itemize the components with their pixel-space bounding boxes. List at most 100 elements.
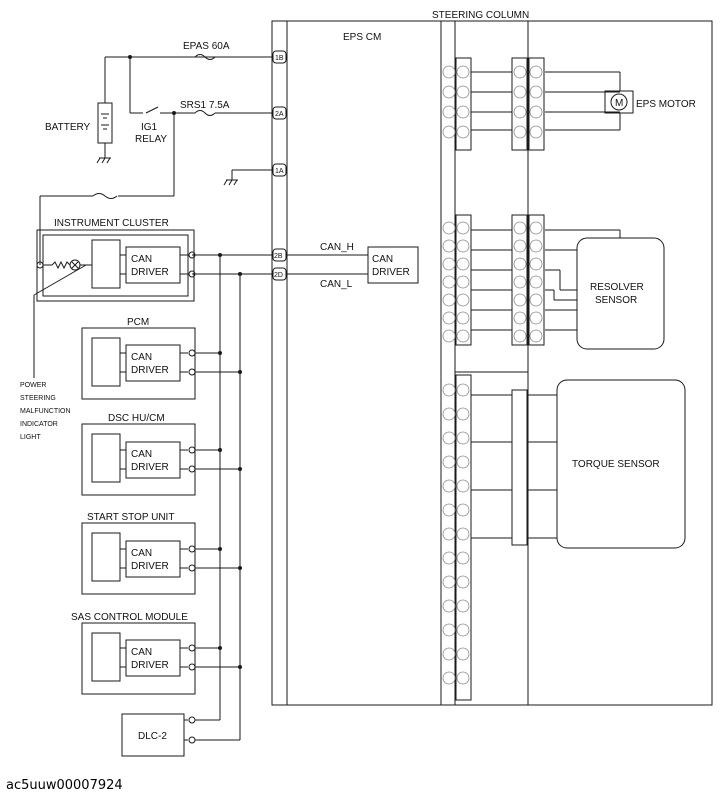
connector-pin (513, 85, 527, 99)
connector-pin (442, 105, 456, 119)
pcm-can-label2: DRIVER (131, 365, 169, 376)
connector-pin (442, 407, 456, 421)
connector-pin (529, 221, 543, 235)
connector-pin (456, 257, 470, 271)
connector-pin (529, 239, 543, 253)
connector-pin (529, 257, 543, 271)
connector-pin (442, 551, 456, 565)
connector-pin (442, 221, 456, 235)
connector-pin (442, 671, 456, 685)
pin-2d-label: 2D (274, 272, 283, 279)
connector-pin (456, 479, 470, 493)
connector-pin (442, 311, 456, 325)
epas-fuse-label: EPAS 60A (183, 41, 230, 52)
pin-2b-label: 2B (274, 253, 283, 260)
connector-pin (442, 503, 456, 517)
connector-pin (442, 431, 456, 445)
connector-pin (456, 455, 470, 469)
connector-pin (442, 599, 456, 613)
can-h-label: CAN_H (320, 242, 354, 253)
connector-pin (456, 221, 470, 235)
connector-pin (456, 85, 470, 99)
sas-can-label1: CAN (131, 647, 152, 658)
connector-pin (529, 311, 543, 325)
connector-pin (456, 293, 470, 307)
connector-pin (456, 551, 470, 565)
pin-1b-box (272, 50, 287, 64)
dlc-box (121, 713, 185, 757)
connector-pin (456, 503, 470, 517)
eps-motor-label: EPS MOTOR (636, 99, 696, 110)
junction-dots (128, 55, 242, 669)
connector-pin (456, 275, 470, 289)
ig1-relay-label-line1: IG1 (141, 122, 158, 133)
ig1-relay-label-line2: RELAY (135, 134, 167, 145)
connector-pin (442, 239, 456, 253)
connector-pin (442, 85, 456, 99)
pin-2a-box (272, 106, 287, 120)
connector-pin (513, 329, 527, 343)
connector-pin (529, 329, 543, 343)
connector-pin (442, 527, 456, 541)
power-steering-light-label: POWER STEERING MALFUNCTION INDICATOR LIG… (20, 382, 71, 441)
pin-2a-label: 2A (275, 111, 284, 118)
pin-1a-box (272, 163, 287, 177)
pin-1b-label: 1B (275, 55, 284, 62)
eps-cm-label: EPS CM (343, 32, 381, 43)
connector-pin (442, 383, 456, 397)
connector-pin (513, 239, 527, 253)
connector-pin (456, 311, 470, 325)
dsc-can-label2: DRIVER (131, 462, 169, 473)
connector-pin (529, 85, 543, 99)
instrument-cluster-label: INSTRUMENT CLUSTER (54, 218, 169, 229)
connector-pin (456, 599, 470, 613)
connector-pin (442, 575, 456, 589)
connector-pin (513, 221, 527, 235)
torque-sensor-box (556, 379, 686, 549)
document-id: ac5uuw00007924 (6, 778, 123, 793)
connector-pin (529, 125, 543, 139)
resolver-label-line1: RESOLVER (590, 282, 644, 293)
ps-light-line: MALFUNCTION (20, 408, 71, 415)
connector-pin (456, 383, 470, 397)
connector-pins (442, 65, 543, 685)
eps-motor-box (604, 90, 634, 114)
connector-pin (456, 623, 470, 637)
sas-box (81, 622, 196, 695)
connector-pin (456, 407, 470, 421)
connector-pin (456, 647, 470, 661)
connector-pin (442, 275, 456, 289)
connector-pin (456, 239, 470, 253)
sas-label: SAS CONTROL MODULE (71, 612, 188, 623)
eps-can-driver-box (367, 246, 419, 284)
connector-pin (513, 65, 527, 79)
connector-pin (513, 311, 527, 325)
can-l-label: CAN_L (320, 279, 353, 290)
connector-pin (456, 105, 470, 119)
eps-can-driver-label1: CAN (372, 254, 393, 265)
connector-pin (442, 623, 456, 637)
ss-can-label2: DRIVER (131, 561, 169, 572)
motor-symbol: M (615, 98, 623, 109)
connector-pin (442, 455, 456, 469)
resolver-sensor-box (576, 237, 665, 350)
connector-pin (529, 105, 543, 119)
connector-pin (456, 65, 470, 79)
srs1-fuse-label: SRS1 7.5A (180, 100, 230, 111)
torque-sensor-label: TORQUE SENSOR (572, 459, 660, 470)
sas-can-label2: DRIVER (131, 660, 169, 671)
eps-cm-frame (271, 20, 713, 706)
connector-pin (529, 275, 543, 289)
ps-light-line: LIGHT (20, 434, 41, 441)
connector-pin (456, 527, 470, 541)
ps-light-line: POWER (20, 382, 46, 389)
instrument-cluster-box (36, 229, 195, 302)
battery-symbol (97, 102, 113, 144)
pcm-box (81, 327, 196, 400)
dsc-can-label1: CAN (131, 449, 152, 460)
dsc-label: DSC HU/CM (108, 413, 165, 424)
connector-pin (513, 125, 527, 139)
connector-pin (442, 329, 456, 343)
connector-pin (513, 275, 527, 289)
